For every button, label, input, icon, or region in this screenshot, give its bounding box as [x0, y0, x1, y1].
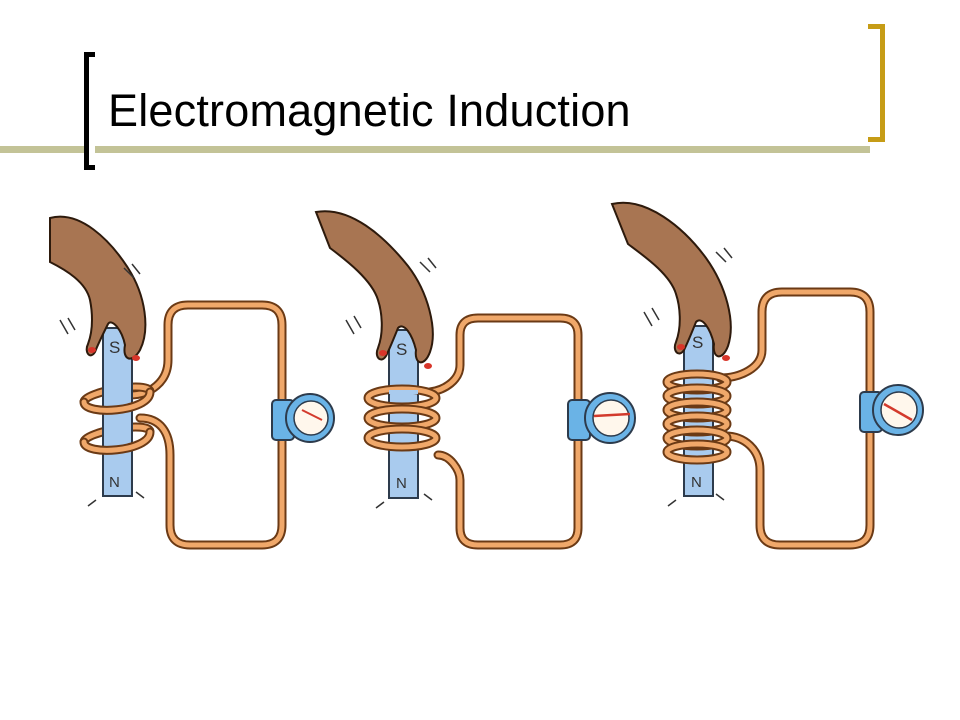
slide-title: Electromagnetic Induction: [108, 85, 631, 136]
panel-3-six-turn-coil: S N: [610, 201, 924, 550]
left-bracket-decoration: [84, 52, 95, 170]
svg-text:N: N: [691, 474, 702, 491]
svg-text:S: S: [692, 333, 703, 352]
svg-text:N: N: [396, 475, 407, 492]
svg-text:S: S: [396, 340, 407, 359]
right-bracket-decoration: [868, 24, 885, 142]
panel-2-three-turn-coil: S N: [314, 210, 636, 550]
title-underline-bar: [0, 146, 870, 153]
panel-1-two-turn-coil: [50, 217, 334, 545]
